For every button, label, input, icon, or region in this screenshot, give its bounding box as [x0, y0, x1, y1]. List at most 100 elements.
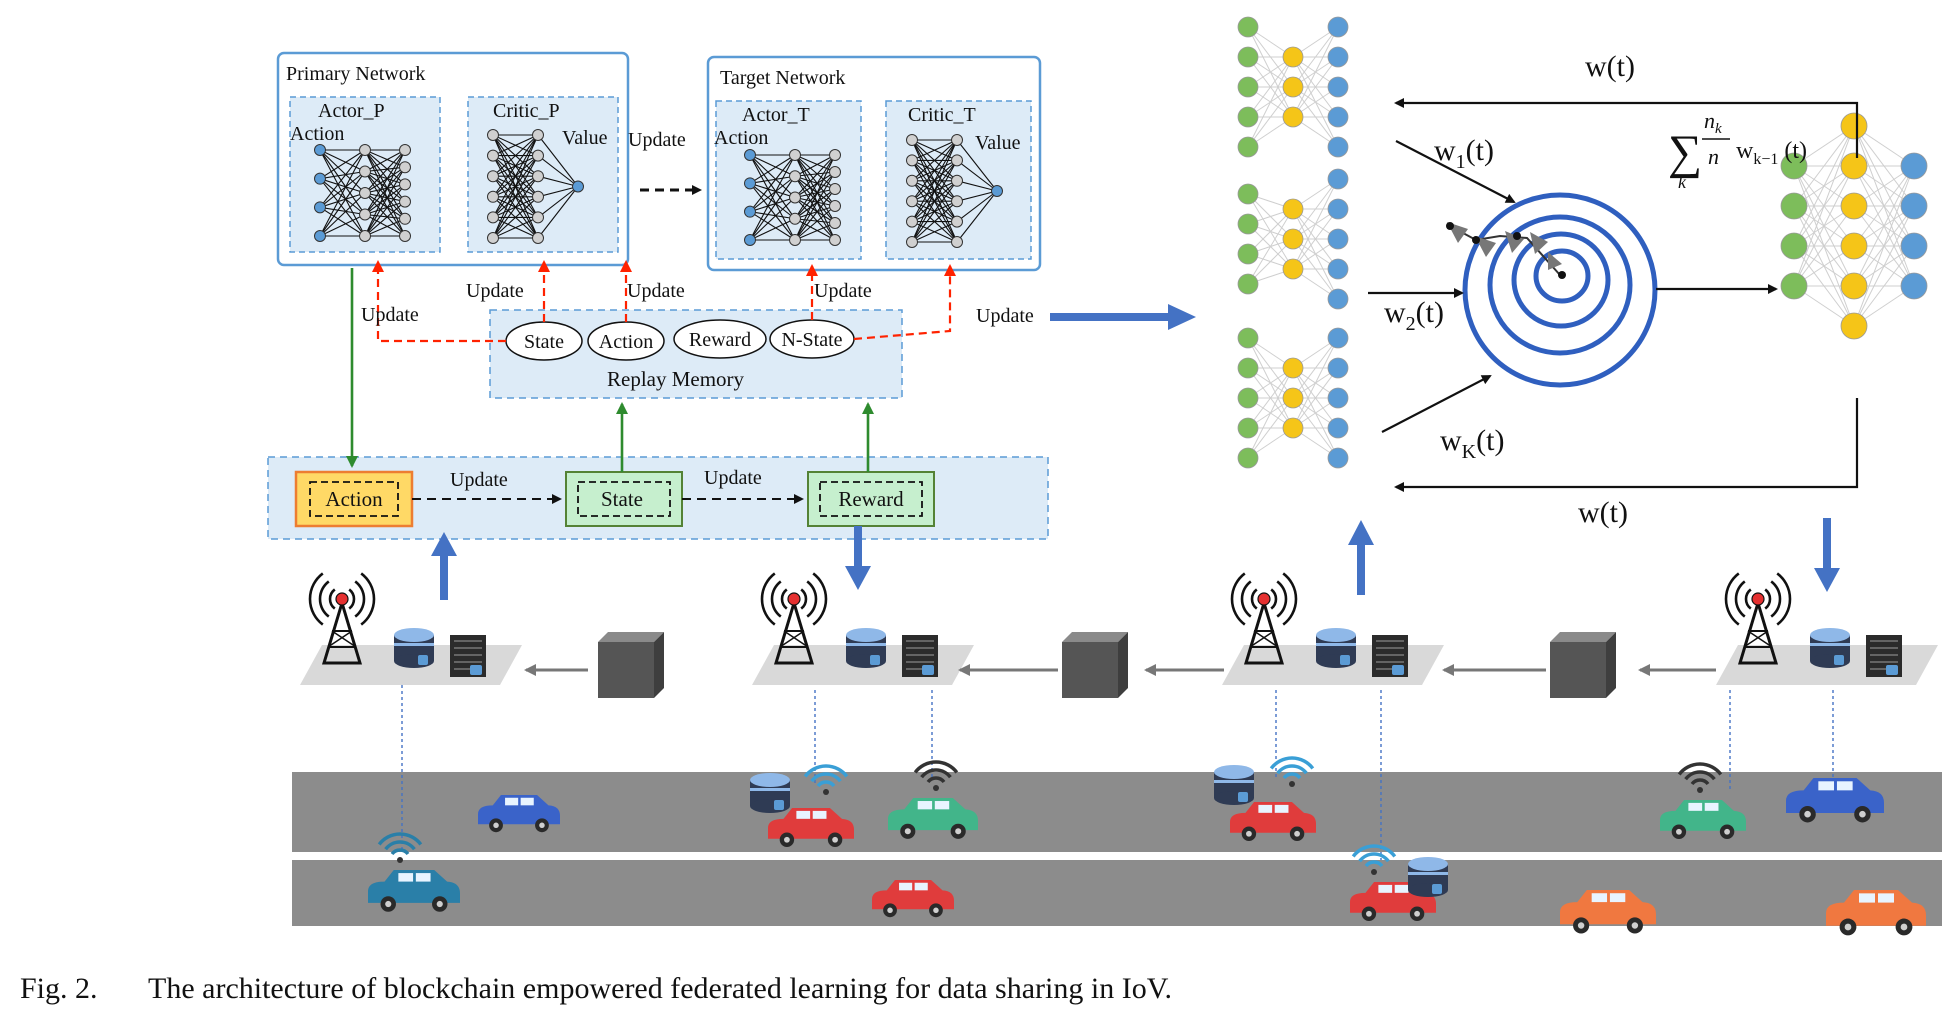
federated-arrows [1368, 98, 1859, 492]
env-action: Action [325, 487, 383, 511]
server-icon [902, 635, 938, 677]
update-label-state: Update [466, 280, 524, 302]
actor-t-box: Actor_T Action [714, 100, 862, 260]
primary-network-title: Primary Network [286, 63, 425, 85]
critic-t-network [906, 134, 1003, 248]
cell-tower-icon [308, 572, 376, 665]
environment-panel: Action State Reward Update Update [267, 456, 1049, 540]
wk-label: wK(t) [1440, 424, 1504, 463]
road [292, 772, 1942, 926]
sum-symbol: ∑ [1668, 126, 1702, 179]
target-network-title: Target Network [720, 67, 845, 89]
actor-p-label: Actor_P [318, 100, 385, 122]
cell-tower-icon [1724, 572, 1792, 665]
global-model-network [1780, 112, 1928, 340]
vehicle-database-icon [750, 773, 790, 813]
env-update-label-1: Update [450, 469, 508, 491]
replay-n-state: N-State [781, 329, 842, 351]
update-label-to-fl: Update [976, 305, 1034, 327]
vehicle-blue-car [478, 795, 560, 833]
block-cube-icon [1062, 632, 1128, 698]
blue-arrows: Update [431, 304, 1840, 600]
vehicle-red-car-4 [1350, 844, 1448, 922]
local-model-k [1237, 327, 1349, 469]
replay-action: Action [599, 331, 653, 353]
w2-label: w2(t) [1384, 296, 1444, 335]
replay-reward: Reward [689, 329, 751, 351]
vehicle-orange-car [1560, 890, 1656, 934]
actor-p-action-label: Action [290, 123, 344, 145]
cell-tower-icon [760, 572, 828, 665]
local-models [1237, 16, 1349, 469]
update-label-left: Update [361, 304, 419, 326]
block-cube-icon [598, 632, 664, 698]
local-model-2 [1237, 168, 1349, 310]
caption-text: The architecture of blockchain empowered… [148, 972, 1172, 1005]
critic-p-value-label: Value [562, 127, 608, 149]
actor-t-network [744, 149, 841, 246]
vehicle-red-car-3 [1214, 756, 1316, 842]
block-cube-icon [1550, 632, 1616, 698]
wifi-icon [803, 764, 849, 795]
wifi-icon [1351, 844, 1397, 875]
vehicle-database-icon [1408, 857, 1448, 897]
sum-index: k [1678, 172, 1687, 192]
figure-caption: Fig. 2. The architecture of blockchain em… [20, 972, 1172, 1006]
aggregation-spiral [1462, 192, 1658, 388]
actor-p-box: Actor_P Action [289, 96, 441, 253]
critic-p-box: Critic_P Value [467, 96, 619, 253]
critic-t-label: Critic_T [908, 104, 976, 126]
frac-denominator: n [1708, 144, 1719, 169]
wifi-icon [377, 832, 423, 863]
vehicle-green-car [888, 760, 978, 839]
database-icon [1810, 628, 1850, 668]
caption-number: Fig. 2. [20, 972, 98, 1005]
vehicle-red-car [750, 764, 854, 848]
cell-tower-icon [1230, 572, 1298, 665]
critic-p-label: Critic_P [493, 100, 560, 122]
soft-update-label: Update [628, 129, 686, 151]
vehicle-blue-car-2 [1786, 778, 1884, 823]
critic-t-box: Critic_T Value [885, 100, 1032, 260]
replay-memory-title: Replay Memory [607, 367, 745, 391]
soft-update-arrow: Update [628, 129, 702, 195]
server-icon [1372, 635, 1408, 677]
primary-network: Primary Network Actor_P Action Critic_P … [276, 51, 630, 267]
critic-p-network [487, 129, 584, 244]
w1-label: w1(t) [1434, 134, 1494, 173]
actor-t-action-label: Action [714, 127, 768, 149]
replay-memory: Replay Memory State Action Reward N-Stat… [489, 309, 903, 399]
vehicle-orange-car-2 [1826, 890, 1926, 936]
actor-t-label: Actor_T [742, 104, 810, 126]
update-label-action: Update [627, 280, 685, 302]
aggregation-formula: ∑ k nk n wk−1(t) [1668, 108, 1807, 192]
env-state: State [601, 487, 643, 511]
vehicle-database-icon [1214, 765, 1254, 805]
wifi-icon [913, 760, 959, 791]
target-network: Target Network Actor_T Action Critic_T V… [706, 55, 1042, 272]
env-update-label-2: Update [704, 467, 762, 489]
vehicle-red-car-2 [872, 880, 954, 918]
replay-update-paths [372, 260, 956, 343]
local-model-1 [1237, 16, 1349, 158]
global-weight-bottom: w(t) [1578, 496, 1628, 529]
sum-term: wk−1(t) [1736, 138, 1807, 168]
replay-state: State [524, 331, 564, 353]
rsu-row [300, 572, 1938, 698]
vehicle-teal-car [368, 832, 460, 912]
update-label-nstate: Update [814, 280, 872, 302]
database-icon [394, 628, 434, 668]
global-weight-top: w(t) [1585, 50, 1635, 83]
wifi-icon [1269, 756, 1315, 787]
global-model [1780, 112, 1928, 340]
wifi-icon [1677, 762, 1723, 793]
actor-p-network [314, 144, 411, 242]
federated-labels: w(t) w(t) w1(t) w2(t) wK(t) ∑ k nk n wk−… [1384, 50, 1807, 529]
critic-t-value-label: Value [975, 132, 1021, 154]
database-icon [846, 628, 886, 668]
database-icon [1316, 628, 1356, 668]
green-arrows [346, 268, 874, 472]
gradient-steps [1446, 222, 1566, 279]
